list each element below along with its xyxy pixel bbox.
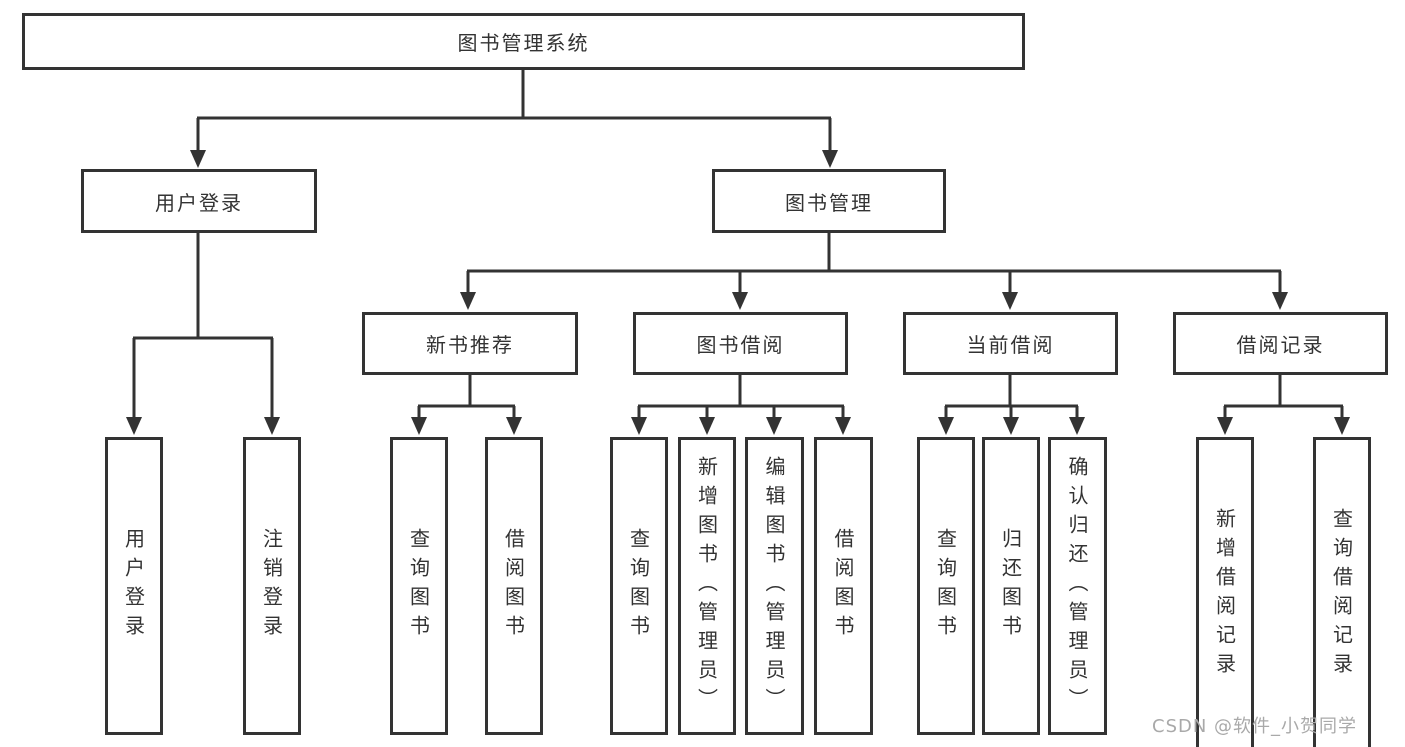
arrowheads — [126, 150, 1350, 435]
leaf-edit-books-admin: 编辑图书（管理员） — [745, 437, 804, 735]
leaf-logout: 注销登录 — [243, 437, 301, 735]
node-current-borrow: 当前借阅 — [903, 312, 1118, 375]
leaf-recommend-borrow-books: 借阅图书 — [485, 437, 543, 735]
node-user-login: 用户登录 — [81, 169, 317, 233]
leaf-return-books: 归还图书 — [982, 437, 1040, 735]
leaf-query-borrow-record: 查询借阅记录 — [1313, 437, 1371, 747]
leaf-borrow-query-books: 查询图书 — [610, 437, 668, 735]
leaf-user-login: 用户登录 — [105, 437, 163, 735]
leaf-add-borrow-record: 新增借阅记录 — [1196, 437, 1254, 747]
connector-segments — [132, 70, 1344, 421]
node-borrow-records: 借阅记录 — [1173, 312, 1388, 375]
csdn-watermark: CSDN @软件_小贺同学 — [1152, 716, 1358, 737]
leaf-add-books-admin: 新增图书（管理员） — [678, 437, 736, 735]
node-root: 图书管理系统 — [22, 13, 1025, 70]
node-new-book-recommend: 新书推荐 — [362, 312, 578, 375]
leaf-current-query-books: 查询图书 — [917, 437, 975, 735]
leaf-confirm-return-admin: 确认归还（管理员） — [1048, 437, 1107, 735]
node-book-borrow: 图书借阅 — [633, 312, 848, 375]
leaf-recommend-query-books: 查询图书 — [390, 437, 448, 735]
leaf-borrow-books: 借阅图书 — [814, 437, 873, 735]
node-book-management: 图书管理 — [712, 169, 946, 233]
